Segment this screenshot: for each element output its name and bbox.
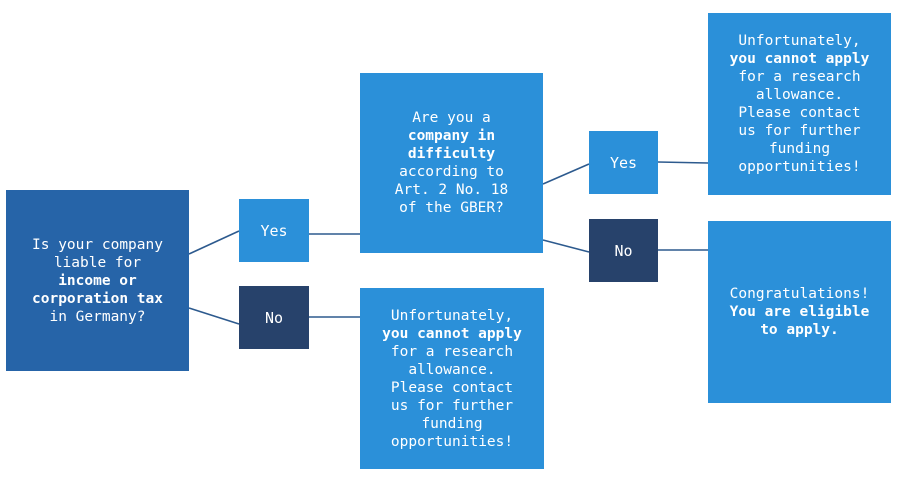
question-text: Art. 2 No. 18: [394, 182, 509, 198]
answer-yes-tax: Yes: [239, 199, 309, 262]
answer-label: No: [264, 308, 284, 327]
result-text: Congratulations!: [729, 286, 870, 302]
question-text: according to: [399, 164, 504, 180]
result-text: opportunities!: [390, 433, 514, 450]
result-text: Please contact: [390, 379, 514, 396]
question-text: liable for: [53, 254, 142, 271]
result-text: for a research: [390, 343, 514, 360]
result-text: allowance.: [408, 361, 496, 378]
answer-label: Yes: [609, 153, 638, 172]
answer-label: No: [614, 241, 633, 260]
connector-yes-to-result: [657, 161, 709, 164]
question-emphasis: company in: [407, 128, 496, 144]
result-text: us for further: [738, 123, 861, 139]
question-company-difficulty: Are you a company in difficulty accordin…: [360, 73, 543, 253]
answer-no-difficulty: No: [589, 219, 658, 282]
result-text: for a research: [738, 69, 861, 85]
result-emphasis: to apply.: [760, 322, 839, 338]
question-emphasis: income or: [58, 272, 137, 289]
connector-q2-to-yes: [542, 163, 590, 185]
question-emphasis: difficulty: [407, 146, 496, 162]
result-not-eligible-difficulty: Unfortunately, you cannot apply for a re…: [708, 13, 891, 195]
question-tax-liability: Is your company liable for income or cor…: [6, 190, 189, 371]
result-text: us for further: [390, 397, 514, 414]
question-text: of the GBER?: [399, 200, 504, 216]
answer-label: Yes: [260, 221, 288, 240]
connector-q1-to-yes: [188, 230, 240, 255]
result-emphasis: you cannot apply: [729, 51, 870, 67]
result-emphasis: You are eligible: [729, 304, 870, 320]
result-text: Please contact: [738, 105, 861, 121]
result-text: Unfortunately,: [390, 307, 514, 324]
result-text: funding: [768, 141, 831, 157]
question-text: in Germany?: [49, 308, 146, 325]
question-text: Are you a: [412, 110, 491, 126]
result-text: allowance.: [755, 87, 844, 103]
answer-no-tax: No: [239, 286, 309, 349]
question-emphasis: corporation tax: [32, 290, 163, 307]
result-text: Unfortunately,: [738, 33, 861, 49]
answer-yes-difficulty: Yes: [589, 131, 658, 194]
connector-q2-to-no: [542, 239, 590, 253]
result-emphasis: you cannot apply: [382, 325, 522, 342]
result-eligible: Congratulations! You are eligible to app…: [708, 221, 891, 403]
result-text: opportunities!: [738, 159, 861, 175]
question-text: Is your company: [32, 236, 163, 253]
result-not-eligible-tax: Unfortunately, you cannot apply for a re…: [360, 288, 544, 469]
connector-q1-to-no: [188, 307, 240, 325]
result-text: funding: [421, 415, 483, 432]
